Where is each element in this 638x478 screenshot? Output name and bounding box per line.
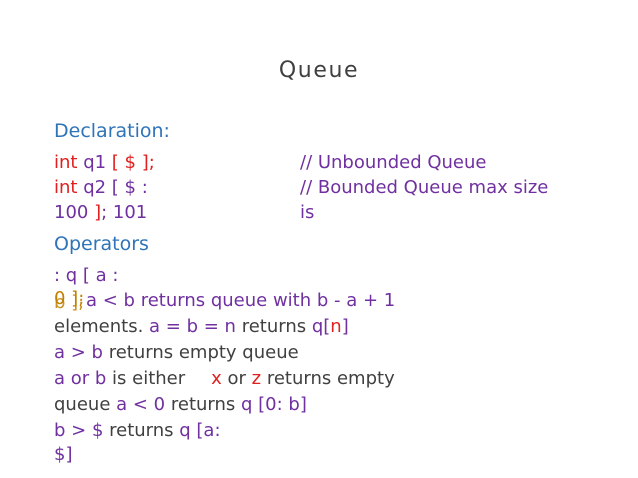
rule-line-7: $] bbox=[54, 444, 73, 465]
declaration-code: int q1 [ $ ]; int q2 [ $ : 100 ]; 101 bbox=[54, 150, 155, 225]
rule-line-2: elements. a = b = n returns q[n] bbox=[54, 316, 349, 337]
rule-line-5: queue a < 0 returns q [0: b] bbox=[54, 394, 307, 415]
operators-slice-syntax: : q [ a : bbox=[54, 265, 119, 286]
overlapping-text-1: 0 ]; bbox=[54, 288, 85, 309]
slide-title: Queue bbox=[278, 58, 360, 83]
declaration-line-3: 100 ]; 101 bbox=[54, 202, 148, 223]
rule-line-3: a > b returns empty queue bbox=[54, 342, 299, 363]
operators-heading: Operators bbox=[54, 233, 149, 255]
declaration-line-2: int q2 [ $ : bbox=[54, 177, 148, 198]
comment-bounded: // Bounded Queue max size bbox=[300, 177, 549, 198]
declaration-comments: // Unbounded Queue // Bounded Queue max … bbox=[300, 150, 548, 225]
rule-line-1: a < b returns queue with b - a + 1 bbox=[86, 290, 396, 311]
rule-line-6: b > $ returns q [a: bbox=[54, 420, 221, 441]
comment-unbounded: // Unbounded Queue bbox=[300, 152, 487, 173]
declaration-heading: Declaration: bbox=[54, 120, 170, 142]
declaration-line-1: int q1 [ $ ]; bbox=[54, 152, 155, 173]
comment-is: is bbox=[300, 202, 315, 223]
overlapping-text-2: b ]; bbox=[54, 292, 85, 313]
